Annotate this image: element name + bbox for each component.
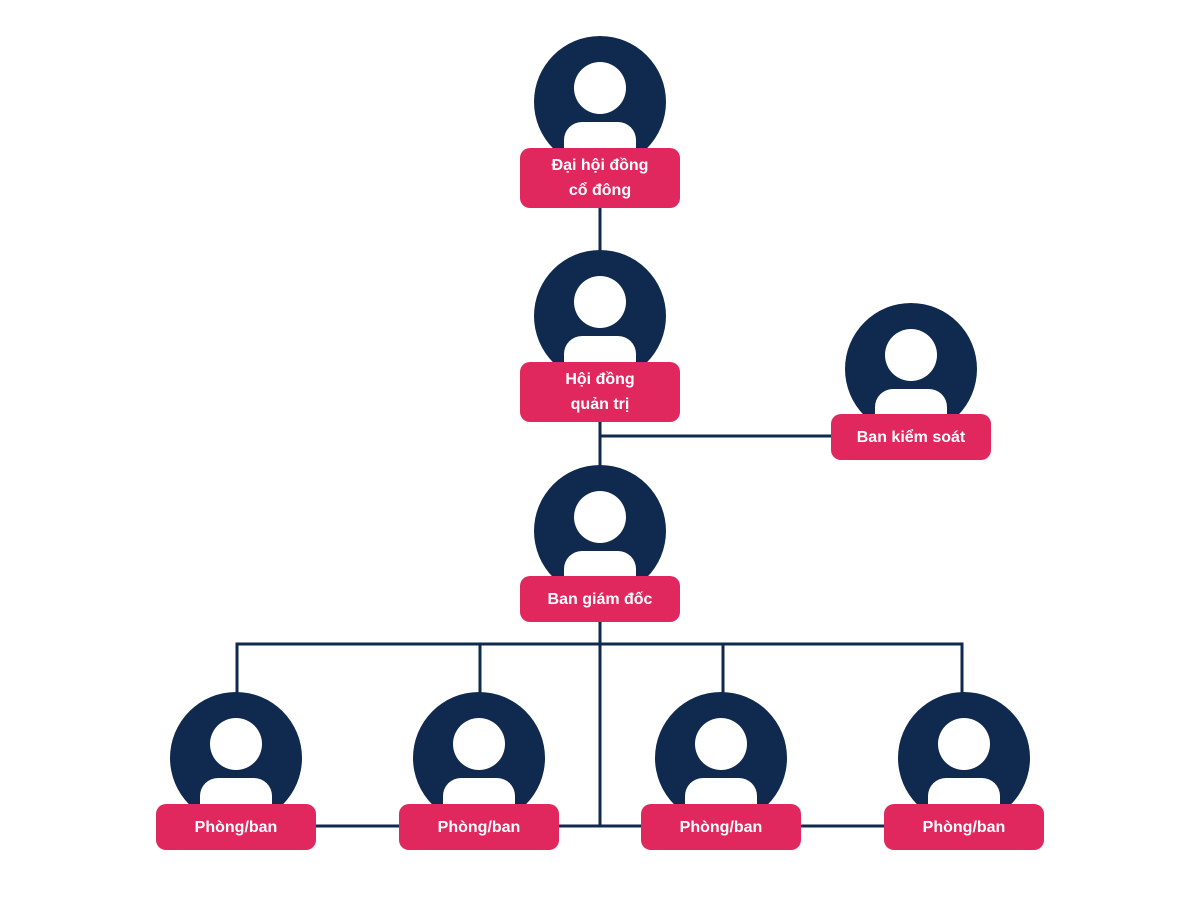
shareholders-label: Đại hội đồng cổ đông: [520, 148, 680, 208]
department-label: Phòng/ban: [884, 804, 1044, 850]
department-label: Phòng/ban: [641, 804, 801, 850]
node-department: Phòng/ban: [0, 0, 801, 850]
person-icon: [413, 692, 545, 824]
person-icon: [534, 36, 666, 168]
board-label: Hội đồng quản trị: [520, 362, 680, 422]
node-supervisory: Ban kiểm soát: [0, 0, 991, 460]
node-board: Hội đồng quản trị: [0, 0, 680, 422]
department-label: Phòng/ban: [156, 804, 316, 850]
node-department: Phòng/ban: [0, 0, 1044, 850]
node-department: Phòng/ban: [0, 0, 559, 850]
node-department: Phòng/ban: [0, 0, 316, 850]
department-label: Phòng/ban: [399, 804, 559, 850]
node-directors: Ban giám đốc: [0, 0, 680, 622]
directors-label: Ban giám đốc: [520, 576, 680, 622]
supervisory-label: Ban kiểm soát: [831, 414, 991, 460]
node-shareholders: Đại hội đồng cổ đông: [0, 0, 680, 208]
